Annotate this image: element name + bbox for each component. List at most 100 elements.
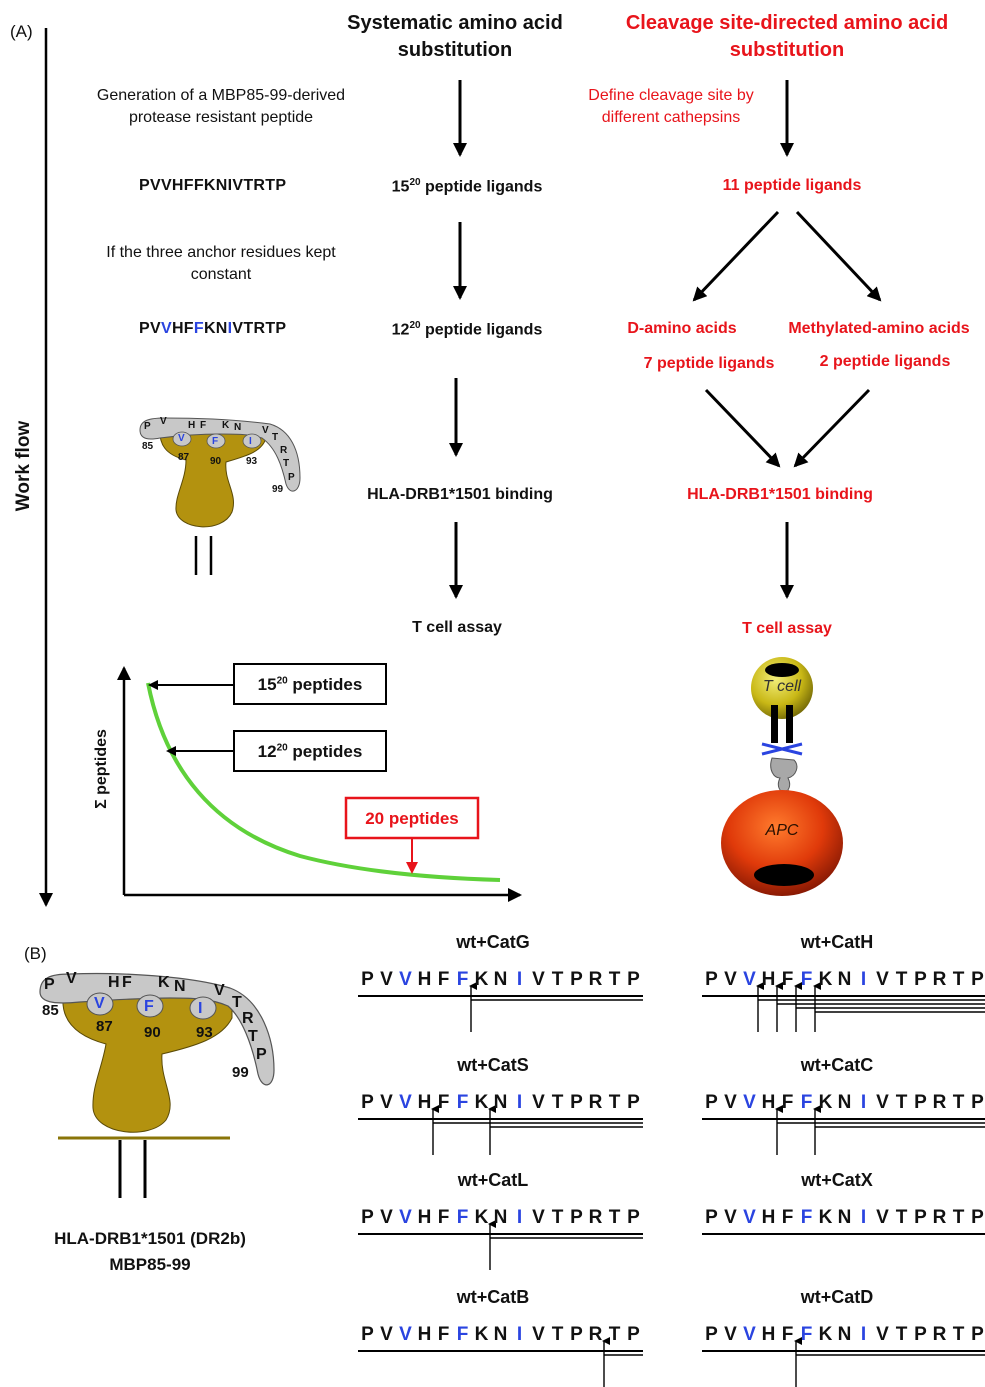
cleavage-residue: F <box>781 969 794 990</box>
small-residue: V <box>262 425 269 436</box>
cleavage-residue: H <box>761 1092 776 1113</box>
step-define: Define cleavage site by different cathep… <box>588 87 754 126</box>
panel-a-label: (A) <box>10 22 33 41</box>
small-position-number: 85 <box>142 441 154 452</box>
anchor-seq-segment: KN <box>203 320 228 337</box>
cathepsin-label: wt+CatS <box>457 1055 529 1075</box>
large-residue: H <box>108 974 120 991</box>
cleavage-residue: I <box>860 1092 867 1113</box>
ligands-15: 1520 peptide ligands <box>391 177 543 196</box>
small-residue: V <box>160 416 167 427</box>
figure-caption: HLA-DRB1*1501 (DR2b) MBP85-99 <box>20 1226 280 1278</box>
cleavage-residue: N <box>493 1207 508 1228</box>
cleavage-residue: P <box>627 1324 640 1345</box>
cleavage-residue: I <box>516 969 523 990</box>
col1-title: Systematic amino acid substitution <box>347 12 563 61</box>
cleavage-residue: F <box>456 1092 469 1113</box>
ligands-7: 7 peptide ligands <box>643 355 775 372</box>
cleavage-residue: K <box>818 969 833 990</box>
large-position-number: 85 <box>42 1002 59 1019</box>
cleavage-residue: V <box>876 969 889 990</box>
small-position-number: 99 <box>272 484 284 495</box>
small-residue: T <box>283 458 290 469</box>
cathepsin-label: wt+CatG <box>456 932 530 952</box>
sequence-plain: PVVHFFKNIVTRTP <box>139 177 287 194</box>
cleavage-residue: P <box>914 1324 927 1345</box>
cleavage-residue: T <box>952 1092 965 1113</box>
large-residue: R <box>242 1010 254 1027</box>
small-residue: P <box>144 421 151 432</box>
hla-binding-col2: HLA-DRB1*1501 binding <box>687 486 873 503</box>
decay-curve <box>146 682 501 882</box>
large-position-number: 93 <box>196 1024 213 1041</box>
cleavage-residue: P <box>570 969 583 990</box>
large-residue: F <box>144 998 154 1015</box>
cleavage-residue: N <box>837 1092 852 1113</box>
cleavage-residue: R <box>588 1207 603 1228</box>
cathepsin-label: wt+CatH <box>800 932 874 952</box>
hla-binding-col1: HLA-DRB1*1501 binding <box>367 486 553 503</box>
cleavage-residue: V <box>743 1324 756 1345</box>
cleavage-residue: P <box>627 969 640 990</box>
col2-arrows <box>692 80 882 599</box>
cleavage-residue: P <box>627 1092 640 1113</box>
cleavage-residue: V <box>380 1207 393 1228</box>
small-residue: R <box>280 445 288 456</box>
cleavage-residue: R <box>588 1092 603 1113</box>
large-position-number: 90 <box>144 1024 161 1041</box>
cleavage-residue: K <box>818 1324 833 1345</box>
anchor-seq-segment: PV <box>139 320 161 337</box>
small-position-number: 87 <box>178 452 190 463</box>
cleavage-residue: T <box>608 969 621 990</box>
small-residue: K <box>222 420 230 431</box>
cleavage-residue: F <box>800 1092 813 1113</box>
cleavage-residue: T <box>608 1207 621 1228</box>
cleavage-residue: T <box>895 969 908 990</box>
small-residue: P <box>288 472 295 483</box>
cleavage-residue: F <box>800 1207 813 1228</box>
cleavage-residue: P <box>914 1092 927 1113</box>
cleavage-residue: F <box>781 1324 794 1345</box>
cleavage-residue: T <box>895 1092 908 1113</box>
cathepsin-label: wt+CatX <box>801 1170 873 1190</box>
small-residue: F <box>200 420 207 431</box>
large-residue: T <box>248 1028 258 1045</box>
cleavage-residue: V <box>743 1207 756 1228</box>
d-amino-acids: D-amino acids <box>627 320 737 337</box>
methylated-amino-acids: Methylated-amino acids <box>788 320 970 337</box>
cleavage-residue: K <box>474 969 489 990</box>
cleavage-residue: V <box>532 969 545 990</box>
cleavage-residue: P <box>705 969 718 990</box>
cleavage-residue: P <box>361 1092 374 1113</box>
cathepsin-label: wt+CatL <box>457 1170 529 1190</box>
cleavage-residue: V <box>876 1324 889 1345</box>
cleavage-residue: P <box>705 1207 718 1228</box>
cleavage-residue: N <box>493 1324 508 1345</box>
box-12-frame <box>233 730 387 772</box>
cleavage-residue: V <box>399 969 412 990</box>
cleavage-residue: F <box>437 1092 450 1113</box>
cleavage-residue: V <box>399 1092 412 1113</box>
cleavage-residue: T <box>895 1324 908 1345</box>
cleavage-residue: H <box>761 1324 776 1345</box>
small-residue: N <box>234 422 242 433</box>
cleavage-residue: T <box>608 1324 621 1345</box>
cleavage-residue: R <box>932 1207 947 1228</box>
cleavage-residue: V <box>532 1324 545 1345</box>
cleavage-residue: H <box>417 1092 432 1113</box>
cleavage-residue: P <box>361 969 374 990</box>
cleavage-residue: R <box>588 1324 603 1345</box>
anchor-seq-segment: V <box>160 320 172 337</box>
cleavage-residue: V <box>399 1207 412 1228</box>
col2-title: Cleavage site-directed amino acid substi… <box>625 12 949 61</box>
large-residue: V <box>66 970 77 987</box>
cleavage-residue: P <box>971 1207 984 1228</box>
large-residue: F <box>122 974 132 991</box>
cleavage-residue: F <box>800 1324 813 1345</box>
cleavage-residue: T <box>952 969 965 990</box>
anchor-seq-segment: HF <box>171 320 194 337</box>
anchor-seq-segment: I <box>227 320 233 337</box>
cleavage-residue: F <box>456 1324 469 1345</box>
cleavage-residue: V <box>380 969 393 990</box>
anchor-seq-segment: F <box>193 320 204 337</box>
